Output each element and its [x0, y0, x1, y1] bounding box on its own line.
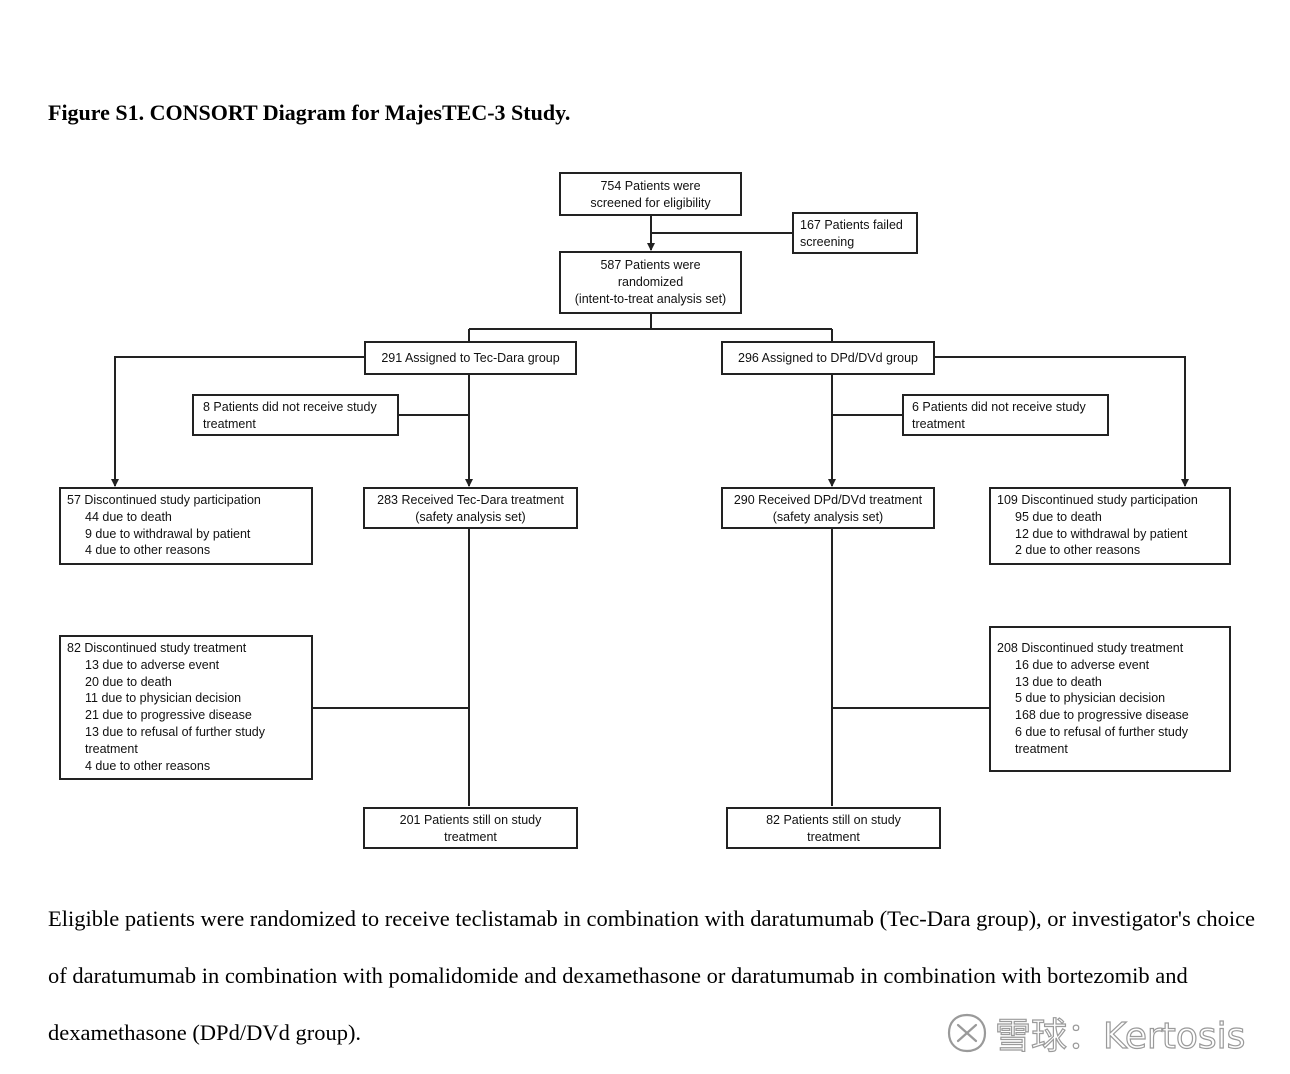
figure-caption: Eligible patients were randomized to rec… [48, 890, 1290, 1061]
caption-line: Eligible patients were randomized to rec… [48, 906, 1256, 931]
tec-dara-not-received-box: 8 Patients did not receive study treatme… [192, 394, 399, 436]
xueqiu-logo-icon [947, 1013, 987, 1053]
tec-dara-discontinued-treatment-box: 82 Discontinued study treatment 13 due t… [59, 635, 313, 780]
dpd-dvd-assigned-box: 296 Assigned to DPd/DVd group [721, 341, 935, 375]
caption-line: dexamethasone (DPd/DVd group). [48, 1020, 362, 1045]
dpd-dvd-not-received-box: 6 Patients did not receive study treatme… [902, 394, 1109, 436]
caption-line: of daratumumab in combination with pomal… [48, 963, 1188, 988]
tec-dara-discontinued-participation-box: 57 Discontinued study participation 44 d… [59, 487, 313, 565]
tec-dara-assigned-box: 291 Assigned to Tec-Dara group [364, 341, 577, 375]
screened-box: 754 Patients were screened for eligibili… [559, 172, 742, 216]
dpd-dvd-received-box: 290 Received DPd/DVd treatment (safety a… [721, 487, 935, 529]
connector-tec-disc-participation [111, 356, 364, 487]
connector-dpd-disc-participation [935, 356, 1189, 487]
failed-screening-box: 167 Patients failed screening [792, 212, 918, 254]
randomized-box: 587 Patients were randomized (intent-to-… [559, 251, 742, 314]
flow-connectors [111, 214, 1189, 806]
tec-dara-received-box: 283 Received Tec-Dara treatment (safety … [363, 487, 578, 529]
dpd-dvd-still-on-treatment-box: 82 Patients still on study treatment [726, 807, 941, 849]
dpd-dvd-discontinued-participation-box: 109 Discontinued study participation 95 … [989, 487, 1231, 565]
tec-dara-still-on-treatment-box: 201 Patients still on study treatment [363, 807, 578, 849]
figure-title: Figure S1. CONSORT Diagram for MajesTEC-… [48, 100, 571, 125]
dpd-dvd-discontinued-treatment-box: 208 Discontinued study treatment 16 due … [989, 626, 1231, 772]
watermark: 雪球：Kertosis [945, 1008, 1246, 1058]
watermark-text: 雪球：Kertosis [994, 1015, 1246, 1057]
